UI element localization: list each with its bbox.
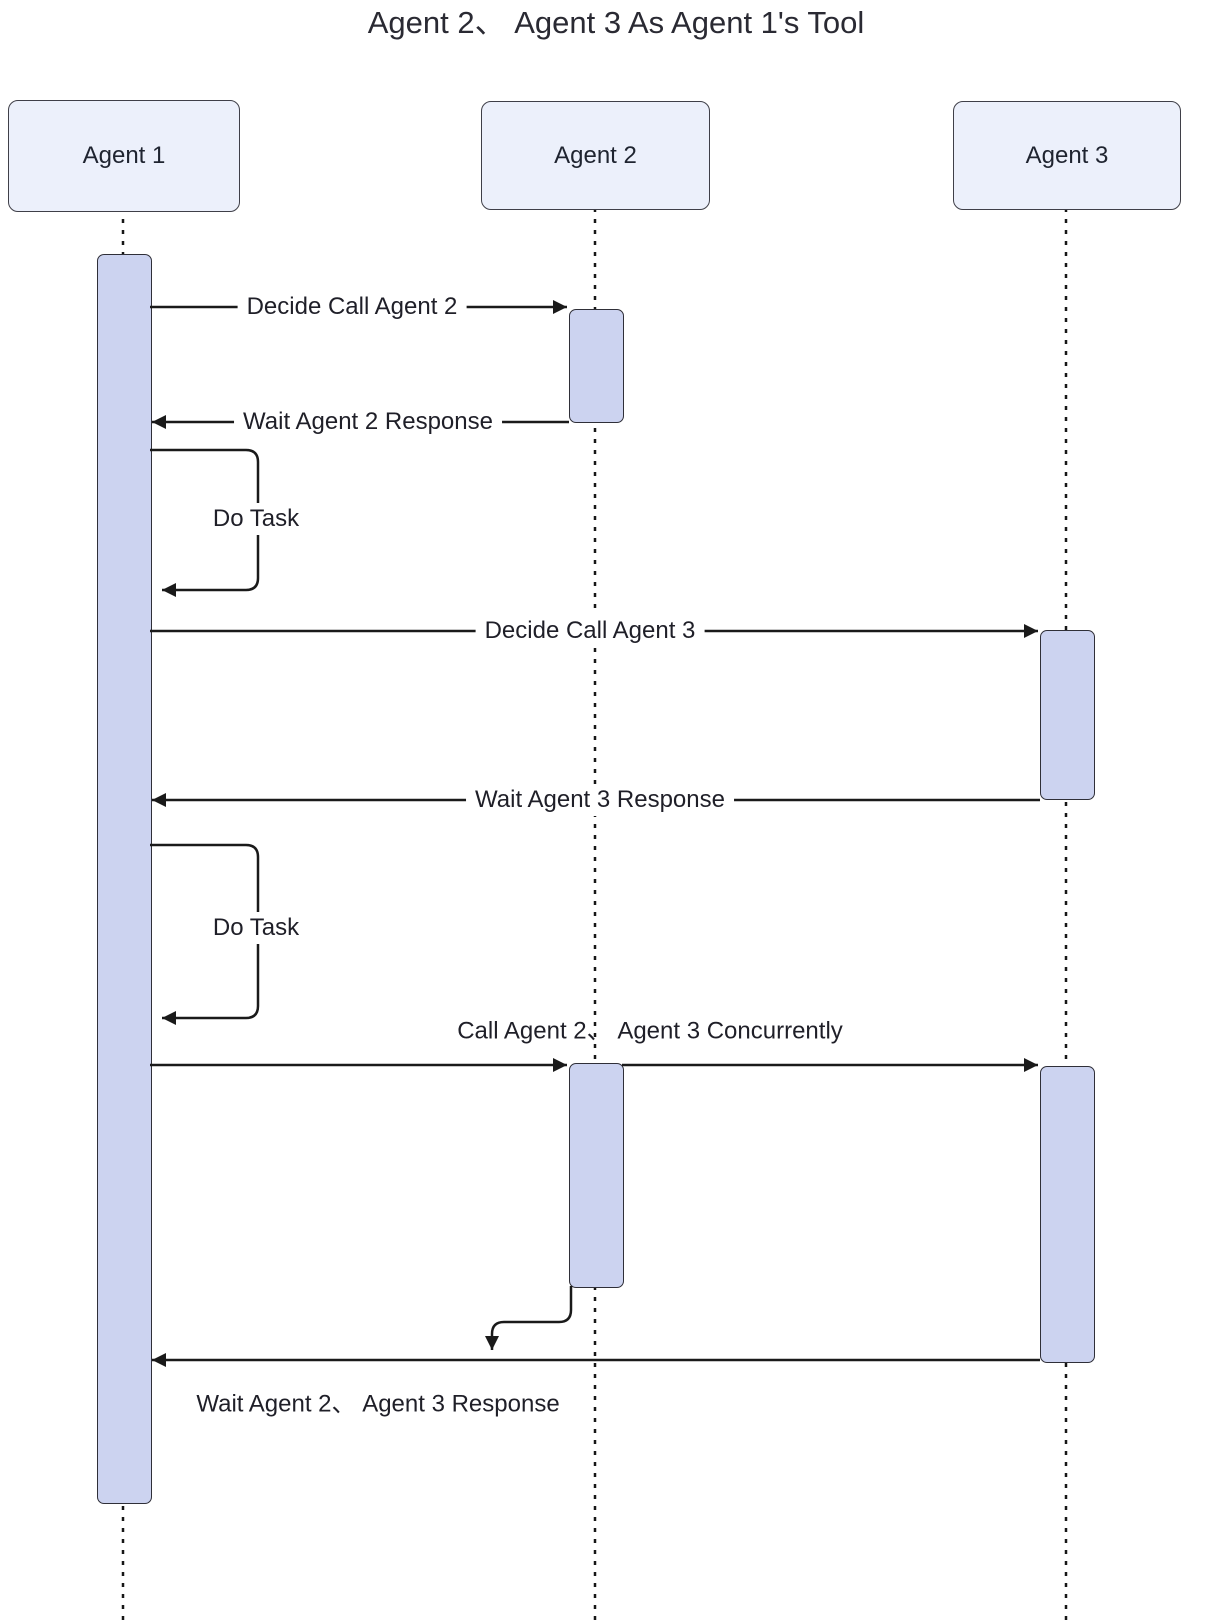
label-do-task-second: Do Task: [203, 912, 309, 944]
connector-agent2-response: [485, 1286, 573, 1350]
actor-agent1-label: Agent 1: [82, 142, 166, 169]
actor-agent3: Agent 3: [953, 101, 1181, 210]
label-decide-call-agent2: Decide Call Agent 2: [237, 291, 467, 323]
label-wait-agent2-response: Wait Agent 2 Response: [234, 406, 502, 438]
label-do-task-first: Do Task: [203, 503, 309, 535]
label-wait-both-response: Wait Agent 2、 Agent 3 Response: [196, 1390, 560, 1418]
actor-agent3-label: Agent 3: [1025, 141, 1109, 169]
actor-agent2: Agent 2: [481, 101, 710, 210]
activation-agent2-second: [569, 1063, 624, 1288]
activation-agent3-second: [1040, 1066, 1095, 1363]
activation-agent3-first: [1040, 630, 1095, 800]
diagram-title: Agent 2、 Agent 3 As Agent 1's Tool: [367, 5, 865, 40]
label-wait-agent3-response: Wait Agent 3 Response: [466, 784, 734, 816]
label-decide-call-agent3: Decide Call Agent 3: [475, 615, 705, 647]
activation-agent2-first: [569, 309, 624, 423]
activation-agent1: [97, 254, 152, 1504]
actor-agent1: Agent 1: [8, 100, 240, 212]
label-call-concurrently: Call Agent 2、 Agent 3 Concurrently: [457, 1017, 843, 1045]
actor-agent2-label: Agent 2: [554, 141, 637, 169]
